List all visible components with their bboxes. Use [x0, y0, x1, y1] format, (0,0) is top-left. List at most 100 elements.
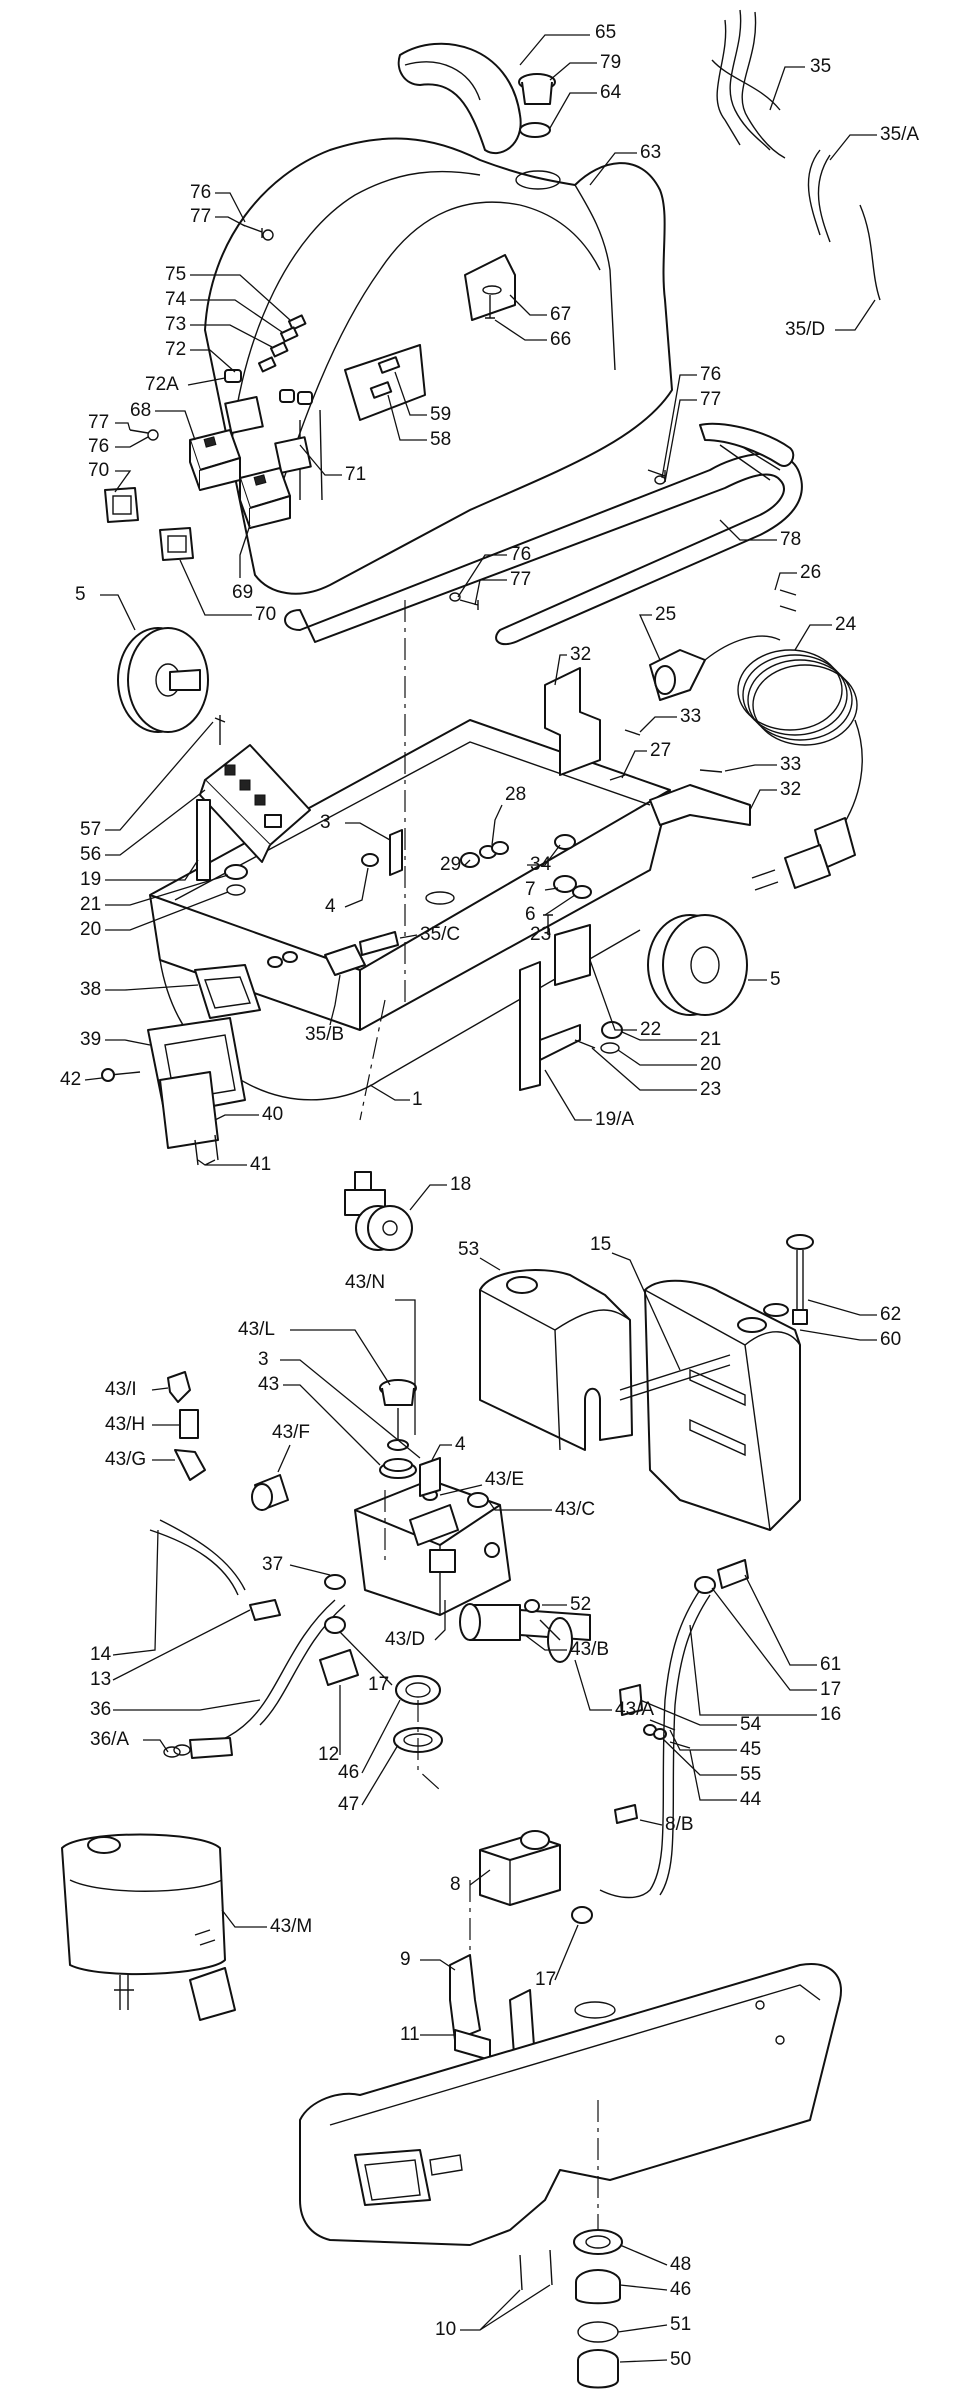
- fitting-13: [249, 1599, 281, 1621]
- callout-label: 43/H: [105, 1414, 145, 1435]
- fitting-36: [189, 1737, 233, 1759]
- callout-label: 33: [780, 754, 801, 775]
- callout-label: 43/F: [272, 1422, 310, 1443]
- callout-label: 35/B: [305, 1024, 344, 1045]
- callout-label: 35/A: [880, 124, 919, 145]
- leader-c36: [113, 1699, 261, 1711]
- leader-c8: [469, 1869, 491, 1886]
- screws-26: [779, 589, 797, 612]
- fitting-61: [717, 1559, 749, 1589]
- callout-label: 16: [820, 1704, 841, 1725]
- callout-label: 28: [505, 784, 526, 805]
- callout-label: 48: [670, 2254, 691, 2275]
- callout-label: 23: [530, 924, 551, 945]
- oring-36a-1: [163, 1746, 181, 1758]
- bezel-70-right: [159, 527, 194, 561]
- cap-50-side: [577, 2360, 619, 2389]
- callout-label: 43/A: [615, 1699, 654, 1720]
- callout-label: 40: [262, 1104, 283, 1125]
- leader-c23a: [547, 924, 551, 936]
- washer-20b: [600, 1042, 620, 1054]
- bracket-19a-foot: [539, 1024, 581, 1061]
- callout-label: 21: [700, 1029, 721, 1050]
- fitting-43g: [174, 1449, 206, 1481]
- callout-label: 58: [430, 429, 451, 450]
- leader-c1: [369, 1084, 410, 1101]
- leader-c46b: [619, 2284, 668, 2291]
- leader-c33b: [724, 764, 777, 772]
- callout-label: 3: [258, 1349, 269, 1370]
- leader-c34: [527, 844, 561, 866]
- callout-label: 43/D: [385, 1629, 425, 1650]
- callout-label: 10: [435, 2319, 456, 2340]
- callout-label: 12: [318, 1744, 339, 1765]
- callout-label: 71: [345, 464, 366, 485]
- callout-label: 11: [400, 2024, 420, 2045]
- leader-c76c: [661, 374, 697, 479]
- switch-68: [189, 429, 241, 491]
- leader-c61: [744, 1574, 817, 1666]
- block-22: [554, 924, 591, 986]
- callout-label: 43/N: [345, 1272, 385, 1293]
- leader-c38: [105, 984, 199, 991]
- bracket-9: [449, 1954, 481, 2041]
- callout-label: 76: [190, 182, 211, 203]
- callout-label: 19/A: [595, 1109, 634, 1130]
- callout-label: 77: [700, 389, 721, 410]
- callout-label: 43/E: [485, 1469, 524, 1490]
- callout-label: 6: [525, 904, 536, 925]
- callout-label: 9: [400, 1949, 411, 1970]
- leader-c79: [549, 62, 597, 81]
- leader-c43b: [524, 1634, 567, 1651]
- knob-79-body: [521, 81, 553, 105]
- leader-c6: [544, 894, 576, 916]
- centerline-d: [417, 1700, 441, 1791]
- leader-c42: [84, 1077, 103, 1081]
- callout-label: 36/A: [90, 1729, 129, 1750]
- callout-label: 23: [700, 1079, 721, 1100]
- clamp-17a: [324, 1616, 346, 1634]
- cover-38: [194, 964, 261, 1019]
- post-19: [196, 799, 211, 881]
- callout-label: 46: [338, 1762, 359, 1783]
- leader-c29: [464, 859, 471, 866]
- washer-76-mid: [449, 592, 461, 602]
- pump-8: [479, 1830, 561, 1906]
- leader-c70b: [179, 559, 252, 616]
- wire-35d: [859, 204, 881, 301]
- fitting-35c-b: [282, 951, 298, 963]
- leader-c36a: [143, 1739, 169, 1753]
- screw-77-left: [129, 429, 149, 434]
- leader-c26: [774, 572, 797, 591]
- leader-c43l: [290, 1329, 391, 1386]
- callout-label: 76: [700, 364, 721, 385]
- nut-46b-side: [575, 2282, 621, 2305]
- cover-53: [479, 1269, 633, 1451]
- leader-c41: [197, 1159, 247, 1166]
- callout-label: 77: [88, 412, 109, 433]
- callout-label: 47: [338, 1794, 359, 1815]
- leader-c58: [387, 394, 427, 441]
- callout-label: 32: [570, 644, 591, 665]
- leader-c43d: [434, 1600, 446, 1641]
- washer-6: [572, 885, 592, 899]
- leader-c3a: [345, 822, 391, 841]
- leader-c17b: [711, 1587, 817, 1691]
- callout-label: 29: [440, 854, 461, 875]
- wheel-5-left: [117, 627, 209, 733]
- callout-label: 56: [80, 844, 101, 865]
- callout-label: 61: [820, 1654, 841, 1675]
- fitting-37: [324, 1574, 346, 1590]
- callout-label: 14: [90, 1644, 112, 1665]
- boiler-43: [354, 1479, 511, 1616]
- leader-c75: [190, 274, 291, 321]
- oring-28b: [491, 841, 509, 855]
- leader-c47: [361, 1744, 399, 1806]
- dipstick-62: [786, 1234, 814, 1325]
- leader-c53: [479, 1257, 501, 1271]
- callout-label: 66: [550, 329, 571, 350]
- leader-c73: [190, 324, 273, 348]
- callout-label: 63: [640, 142, 661, 163]
- leader-c21b: [621, 1031, 697, 1041]
- bracket-67: [464, 254, 516, 321]
